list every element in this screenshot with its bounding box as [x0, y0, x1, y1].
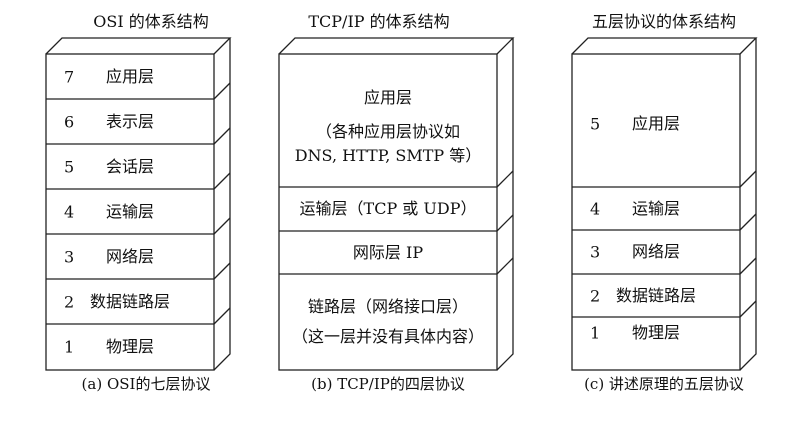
- layer-name: 运输层（TCP 或 UDP）: [299, 199, 477, 218]
- layer-name: 网络层: [105, 246, 155, 266]
- osi-stack-top: [45, 37, 232, 55]
- osi-stack-side: [213, 38, 231, 371]
- five-layer-title: 五层协议的体系结构: [591, 12, 736, 31]
- tcpip-layer: 网际层 IP: [279, 231, 497, 274]
- layer-name-line: 应用层: [363, 88, 412, 108]
- five-layer: 1 物理层: [572, 317, 740, 370]
- osi-layer-dividers: [46, 82, 231, 325]
- osi-layer: 6 表示层: [46, 99, 214, 144]
- layer-number: 5: [590, 114, 601, 134]
- tcpip-caption: (b) TCP/IP的四层协议: [311, 375, 465, 393]
- tcpip-stack-front: [278, 53, 498, 371]
- tcpip-layer: 应用层 （各种应用层协议如 DNS, HTTP, SMTP 等）: [279, 54, 497, 187]
- layer-name: 应用层 （各种应用层协议如 DNS, HTTP, SMTP 等）: [295, 86, 482, 168]
- layer-number: 1: [590, 323, 601, 343]
- osi-layer: 5 会话层: [46, 144, 214, 189]
- osi-layer: 1 物理层: [46, 324, 214, 370]
- layer-name: 会话层: [105, 156, 155, 176]
- layer-name: 数据链路层: [89, 291, 171, 311]
- layer-name-line: （这一层并没有具体内容）: [291, 327, 485, 346]
- tcpip-title: TCP/IP 的体系结构: [308, 12, 450, 31]
- osi-caption: (a) OSI的七层协议: [81, 375, 211, 393]
- layer-name-line: （各种应用层协议如: [315, 122, 460, 142]
- tcpip-layer-dividers: [279, 170, 514, 275]
- tcpip-layer: 链路层（网络接口层） （这一层并没有具体内容）: [279, 274, 497, 370]
- layer-number: 1: [64, 337, 75, 357]
- five-layer-dividers: [572, 170, 757, 318]
- tcpip-stack-top: [278, 37, 515, 55]
- osi-layer: 3 网络层: [46, 234, 214, 279]
- five-layer-caption: (c) 讲述原理的五层协议: [584, 375, 744, 393]
- layer-number: 3: [590, 242, 601, 262]
- tcpip-layer: 运输层（TCP 或 UDP）: [279, 187, 497, 231]
- layer-name-line: 链路层（网络接口层）: [307, 297, 469, 316]
- layer-name-line: DNS, HTTP, SMTP 等）: [294, 146, 482, 166]
- layer-number: 3: [64, 247, 75, 266]
- five-layer: 4 运输层: [572, 187, 740, 230]
- osi-title: OSI 的体系结构: [93, 12, 209, 31]
- five-stack-front: [571, 53, 741, 371]
- osi-layer: 4 运输层: [46, 189, 214, 234]
- osi-stack-front: [45, 53, 215, 371]
- layer-number: 2: [64, 292, 75, 311]
- layer-number: 4: [590, 199, 601, 218]
- layer-number: 4: [64, 202, 75, 221]
- layer-name: 链路层（网络接口层） （这一层并没有具体内容）: [292, 292, 484, 352]
- layer-name: 网际层 IP: [352, 242, 424, 262]
- layer-name: 表示层: [105, 111, 155, 131]
- five-layer: 3 网络层: [572, 230, 740, 274]
- layer-number: 7: [64, 67, 75, 86]
- layer-name: 数据链路层: [615, 285, 697, 305]
- five-layer: 5 应用层: [572, 54, 740, 187]
- layer-name: 物理层: [631, 322, 681, 342]
- layer-number: 2: [590, 286, 601, 305]
- layer-name: 应用层: [105, 66, 155, 86]
- layer-number: 6: [64, 112, 75, 131]
- five-stack-side: [739, 38, 757, 371]
- osi-layer: 7 应用层: [46, 54, 214, 99]
- layer-name: 物理层: [105, 337, 155, 356]
- tcpip-stack-side: [496, 38, 514, 371]
- layer-name: 网络层: [631, 242, 681, 261]
- layer-name: 运输层: [631, 198, 681, 218]
- five-layer: 2 数据链路层: [572, 274, 740, 317]
- layer-name: 运输层: [105, 201, 155, 221]
- layer-number: 5: [64, 157, 75, 176]
- layer-name: 应用层: [631, 114, 681, 134]
- five-stack-top: [571, 37, 758, 55]
- osi-layer: 2 数据链路层: [46, 279, 214, 324]
